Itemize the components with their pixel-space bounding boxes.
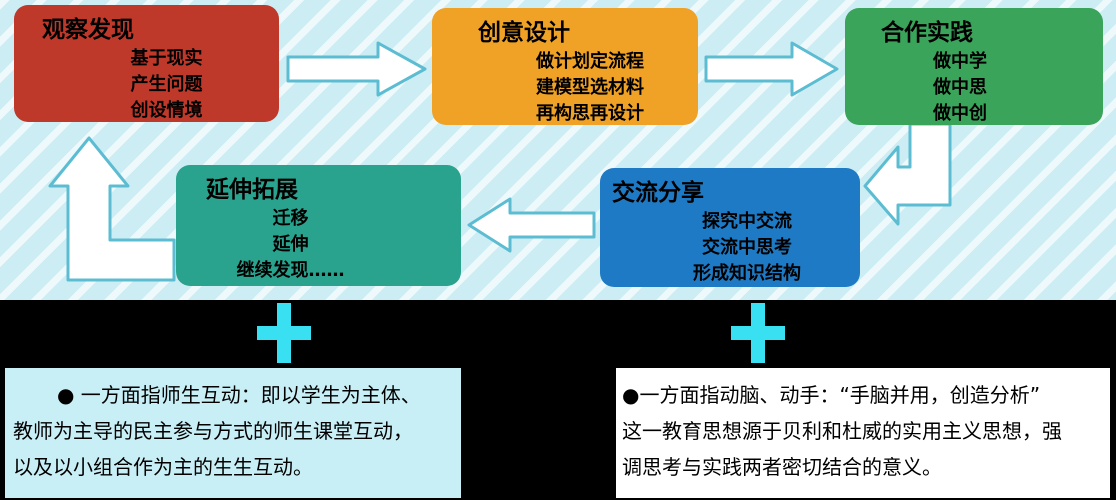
flow-diagram-background: 观察发现 基于现实 产生问题 创设情境 创意设计 做计划定流程 建模型选材料 再… <box>0 0 1116 300</box>
flow-box-item: 迁移 <box>272 208 309 229</box>
note-line: ● 一方面指师生互动：即以学生为主体、 <box>57 383 421 407</box>
flow-box-items: 迁移 延伸 继续发现…… <box>176 206 461 284</box>
flow-box-item: 延伸 <box>272 234 309 255</box>
flow-box-title: 观察发现 <box>42 17 134 43</box>
flow-box-design: 创意设计 做计划定流程 建模型选材料 再构思再设计 <box>432 8 698 125</box>
flow-arrow-practice-to-share-icon <box>863 122 952 226</box>
flow-box-item: 建模型选材料 <box>536 77 644 98</box>
flow-box-item: 做中创 <box>933 103 987 124</box>
note-line: 这一教育思想源于贝利和杜威的实用主义思想，强 <box>622 419 1062 443</box>
flow-box-item: 再构思再设计 <box>536 103 644 124</box>
flow-box-item: 做中学 <box>933 51 987 72</box>
flow-box-items: 做计划定流程 建模型选材料 再构思再设计 <box>432 49 698 127</box>
flow-box-share: 交流分享 探究中交流 交流中思考 形成知识结构 <box>600 168 860 287</box>
flow-box-extend: 延伸拓展 迁移 延伸 继续发现…… <box>176 165 461 286</box>
note-line: ●一方面指动脑、动手：“手脑并用，创造分析” <box>622 383 1041 407</box>
flow-box-item: 交流中思考 <box>702 237 792 258</box>
flow-arrow-share-to-extend-icon <box>467 197 596 253</box>
flow-box-items: 做中学 做中思 做中创 <box>845 49 1103 127</box>
bottom-panel: ● 一方面指师生互动：即以学生为主体、 教师为主导的民主参与方式的师生课堂互动，… <box>0 300 1116 500</box>
flow-box-title: 交流分享 <box>612 180 704 206</box>
flow-box-item: 产生问题 <box>130 74 203 95</box>
flow-box-item: 探究中交流 <box>702 211 792 232</box>
note-line: 教师为主导的民主参与方式的师生课堂互动， <box>13 419 413 443</box>
note-line: 调思考与实践两者密切结合的意义。 <box>622 455 942 479</box>
flow-box-item: 形成知识结构 <box>693 263 801 284</box>
flow-box-observe: 观察发现 基于现实 产生问题 创设情境 <box>14 5 279 122</box>
note-box-mind-hand: ●一方面指动脑、动手：“手脑并用，创造分析” 这一教育思想源于贝利和杜威的实用主… <box>616 368 1110 498</box>
flow-box-practice: 合作实践 做中学 做中思 做中创 <box>845 8 1103 125</box>
flow-box-item: 继续发现…… <box>236 260 345 281</box>
flow-arrow-observe-to-design-icon <box>286 41 427 97</box>
flow-arrow-design-to-practice-icon <box>704 41 839 97</box>
flow-box-title: 合作实践 <box>881 20 973 46</box>
flow-box-items: 探究中交流 交流中思考 形成知识结构 <box>600 209 860 287</box>
flow-box-item: 创设情境 <box>130 100 203 121</box>
flow-box-item: 做计划定流程 <box>536 51 644 72</box>
note-line: 以及以小组合作为主的生生互动。 <box>13 455 313 479</box>
note-box-teacher-student: ● 一方面指师生互动：即以学生为主体、 教师为主导的民主参与方式的师生课堂互动，… <box>5 368 461 498</box>
plus-icon <box>257 303 311 363</box>
flow-arrow-extend-to-observe-icon <box>48 136 176 282</box>
flow-box-items: 基于现实 产生问题 创设情境 <box>14 46 279 124</box>
flow-box-item: 做中思 <box>933 77 987 98</box>
plus-icon <box>731 303 785 363</box>
flow-box-title: 创意设计 <box>478 20 570 46</box>
flow-box-item: 基于现实 <box>130 48 203 69</box>
flow-box-title: 延伸拓展 <box>206 177 298 203</box>
